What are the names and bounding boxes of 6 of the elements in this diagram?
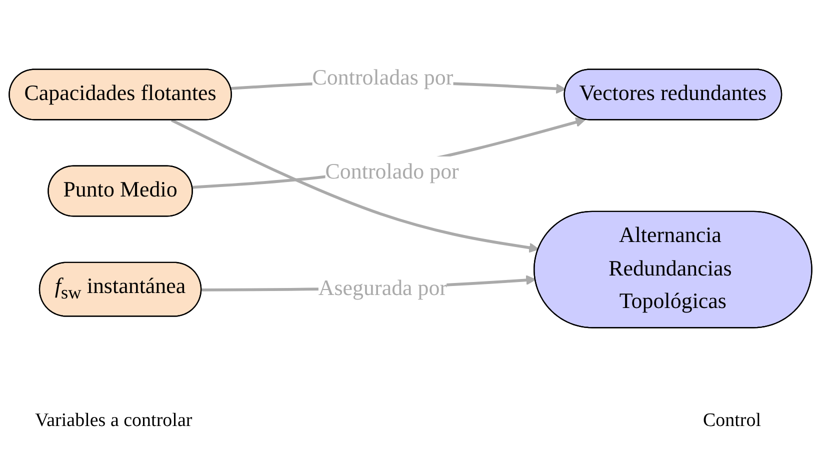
edge-label: Asegurada por xyxy=(318,276,448,301)
edge-label: Controladas por xyxy=(312,66,454,90)
edge-label: Controlado por xyxy=(325,160,459,184)
arrow xyxy=(170,118,540,253)
column-caption: Control xyxy=(702,410,761,432)
column-caption: Variables a controlar xyxy=(35,410,192,432)
